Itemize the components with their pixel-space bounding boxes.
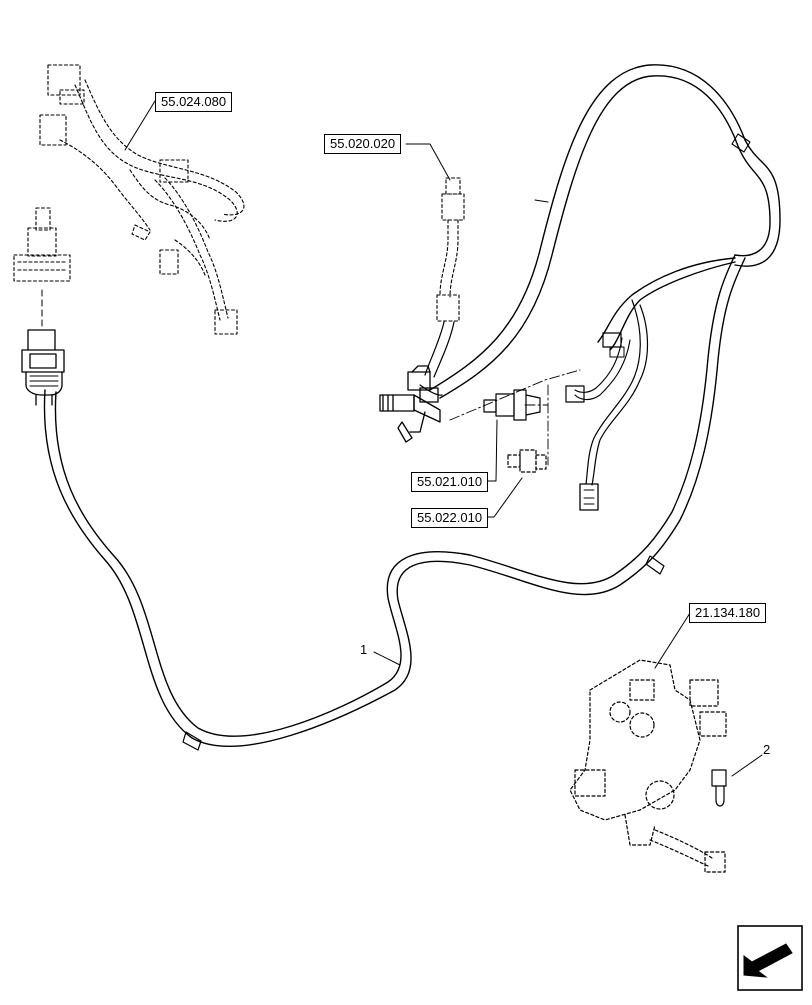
clamp-lower-left	[182, 731, 202, 751]
sensor-55021010	[483, 389, 541, 421]
sensor-55022010	[507, 449, 547, 473]
main-left-connector	[21, 289, 65, 406]
connector-item-2	[711, 769, 727, 807]
back-arrow-icon[interactable]	[737, 925, 803, 991]
sensor-55020020	[436, 177, 465, 322]
ref-box-55-022-010[interactable]: 55.022.010	[411, 508, 489, 528]
ref-box-55-024-080[interactable]: 55.024.080	[155, 92, 233, 112]
ref-box-55-021-010[interactable]: 55.021.010	[411, 472, 489, 492]
breakout-connector-c	[579, 483, 599, 511]
callout-2: 2	[763, 742, 771, 757]
upper-left-harness	[39, 64, 245, 335]
callout-1: 1	[360, 642, 368, 657]
main-harness	[43, 64, 781, 751]
ref-box-21-134-180[interactable]: 21.134.180	[689, 603, 767, 623]
leader-lines	[124, 100, 763, 777]
upper-left-connector	[13, 207, 71, 282]
breakout-connector-a	[602, 332, 622, 348]
valve-block	[569, 659, 727, 873]
ref-box-55-020-020[interactable]: 55.020.020	[324, 134, 402, 154]
center-sensor-cluster	[379, 365, 441, 443]
breakout-connector-b	[565, 385, 585, 403]
clamp-lower-right	[645, 555, 665, 575]
